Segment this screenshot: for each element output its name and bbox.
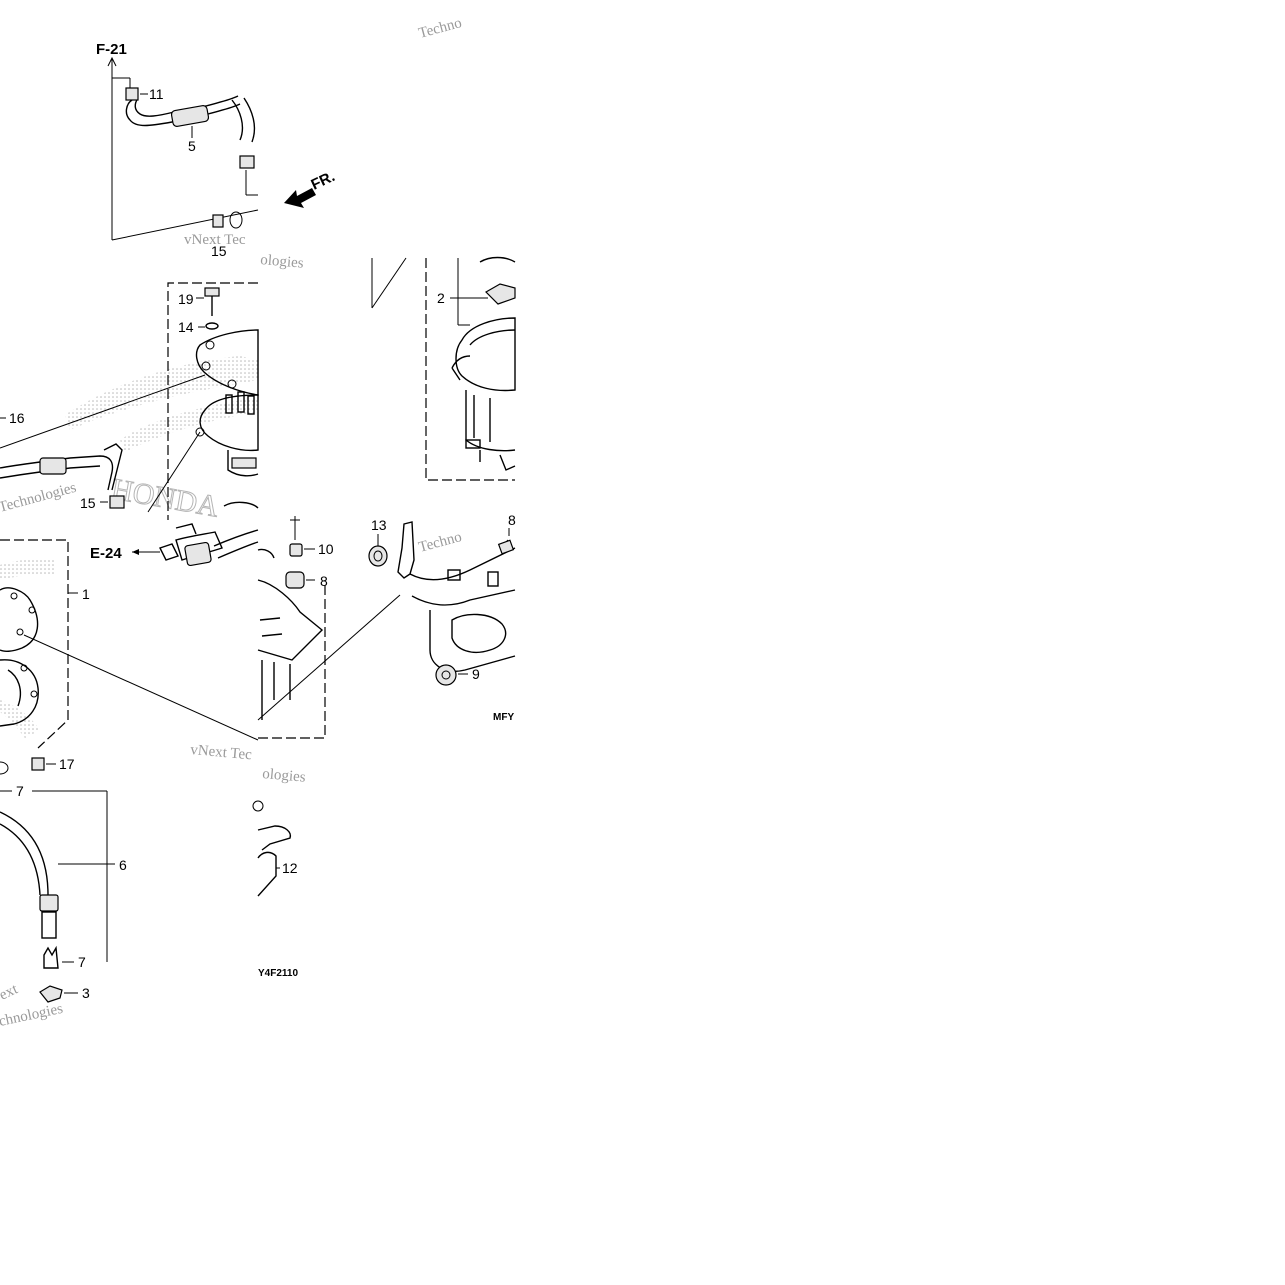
pump-mount-group: 10 8 [257,516,401,739]
callout-15-top: 15 [211,243,227,259]
front-direction-arrow: FR. [284,168,338,208]
logo-watermark-left [0,559,55,738]
figure-code-left: MFY [493,712,514,723]
callout-9: 9 [472,666,480,682]
bracket-group: 13 8 9 MFY [368,512,516,723]
figure-code-right: Y4F2110 [258,968,298,979]
callout-8-left: 8 [320,573,328,589]
text-watermarks: Techno vNext Tec ologies Techno vNext Te… [0,15,463,1030]
callout-14: 14 [178,319,194,335]
fuel-tank-pump-group: 1 17 [0,539,259,775]
callout-6: 6 [119,857,127,873]
callout-5: 5 [188,138,196,154]
logo-watermark-text-top: HONDA [109,472,222,523]
callout-19: 19 [178,291,194,307]
callout-7-bottom: 7 [78,954,86,970]
hose-16-group: 16 15 [0,410,125,511]
watermark-6: ologies [262,766,307,786]
callout-16: 16 [9,410,25,426]
breather-hose-group: F-21 11 5 15 [96,41,259,259]
clip-12-group: 12 Y4F2110 [252,800,298,979]
watermark-9: chnologies [0,1001,65,1030]
callout-15-mid: 15 [80,495,96,511]
callout-13: 13 [371,517,387,533]
fuel-hose-group: 7 6 7 3 [0,783,127,1003]
callout-2: 2 [437,290,445,306]
fuel-connector-group: E-24 [90,523,259,567]
watermark-5: vNext Tec [190,742,253,763]
callout-10: 10 [318,541,334,557]
direction-label: FR. [309,168,338,194]
callout-3: 3 [82,985,90,1001]
watermark-2: vNext Tec [184,232,246,248]
watermark-7: Technologies [0,480,78,516]
watermark-8: ext [0,981,21,1004]
watermark-4: Techno [417,529,464,556]
ref-f21: F-21 [96,41,127,58]
clip-11-shape [125,87,139,101]
callout-17: 17 [59,756,75,772]
callout-12: 12 [282,860,298,876]
callout-1: 1 [82,586,90,602]
watermark-1: Techno [417,15,464,42]
fuel-pump-assembly-group: 2 [371,256,516,481]
ref-e24: E-24 [90,545,122,562]
callout-7-top: 7 [16,783,24,799]
fuel-pump-cover-group: 19 14 [0,282,259,520]
callout-8-right: 8 [508,512,516,528]
callout-11: 11 [149,86,164,102]
watermark-3: ologies [260,252,305,272]
